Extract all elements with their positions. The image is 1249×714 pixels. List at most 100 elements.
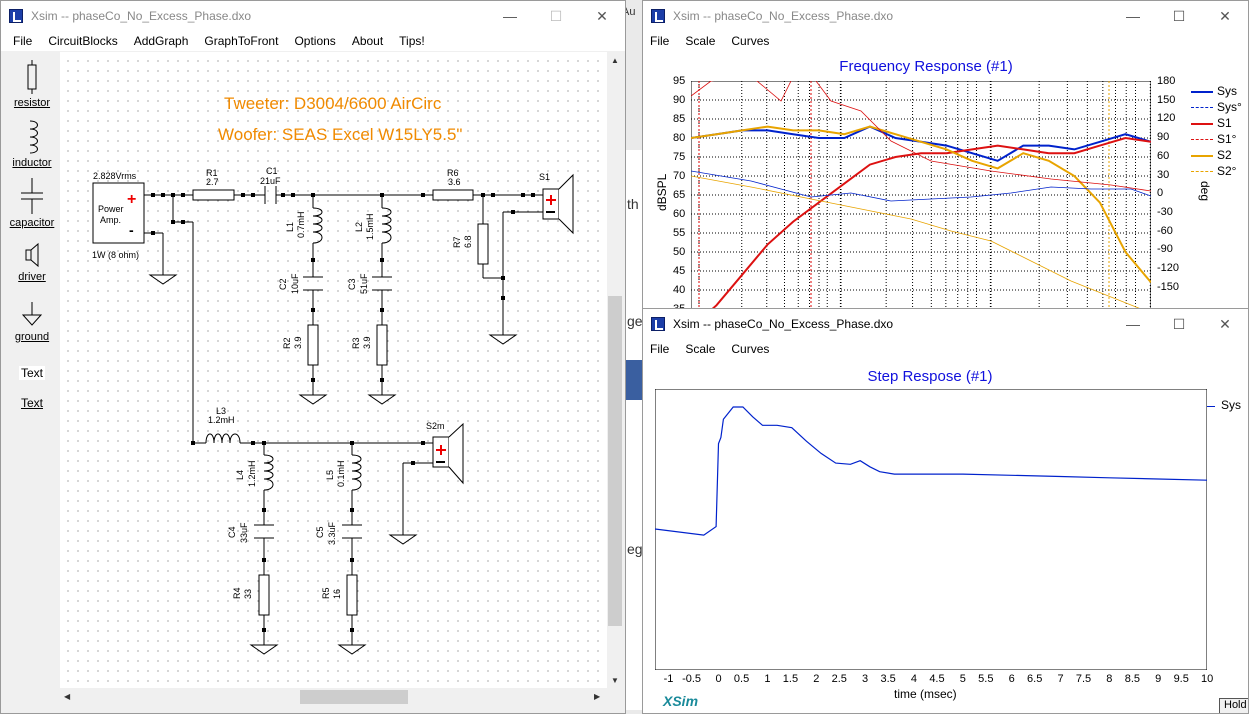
capacitor-C2[interactable] bbox=[303, 276, 323, 291]
palette-inductor[interactable]: inductor bbox=[8, 120, 56, 169]
freq-menu-curves[interactable]: Curves bbox=[731, 34, 770, 48]
freq-legend-swatch bbox=[1191, 91, 1213, 93]
freq-s2-phase bbox=[691, 175, 1148, 311]
freq-ytick-right: -90 bbox=[1157, 243, 1173, 256]
vertical-scroll-thumb[interactable] bbox=[608, 296, 622, 626]
palette-ground[interactable]: ground bbox=[8, 302, 56, 343]
close-icon[interactable]: ✕ bbox=[1219, 315, 1231, 332]
menu-addgraph[interactable]: AddGraph bbox=[133, 34, 189, 48]
step-menu-scale[interactable]: Scale bbox=[685, 342, 716, 356]
step-xtick: 8.5 bbox=[1124, 673, 1141, 685]
schematic-horizontal-scrollbar[interactable]: ◀ ▶ bbox=[60, 688, 607, 706]
menu-about[interactable]: About bbox=[351, 34, 384, 48]
L2-value-label: 1.5mH bbox=[365, 213, 375, 240]
resistor-R4[interactable] bbox=[258, 574, 270, 616]
ground-R2 bbox=[298, 394, 328, 405]
freq-menu-file[interactable]: File bbox=[650, 34, 670, 48]
background-blue-strip bbox=[626, 360, 642, 400]
inductor-L1[interactable] bbox=[312, 207, 323, 244]
palette-driver-label: driver bbox=[18, 271, 46, 283]
amp-label-2: Amp. bbox=[100, 215, 121, 225]
wires bbox=[144, 194, 543, 645]
L5-name: L5 bbox=[325, 470, 335, 480]
schematic-vertical-scrollbar[interactable]: ▲ ▼ bbox=[607, 52, 623, 688]
capacitor-C4[interactable] bbox=[254, 524, 274, 539]
capacitor-C5[interactable] bbox=[342, 524, 362, 539]
minimize-icon[interactable]: — bbox=[1126, 8, 1140, 24]
menu-circuitblocks[interactable]: CircuitBlocks bbox=[48, 34, 118, 48]
close-icon[interactable]: ✕ bbox=[1219, 7, 1231, 24]
background-fragment-th: th bbox=[627, 196, 639, 212]
R4-label: R4 bbox=[232, 587, 242, 599]
schematic-titlebar[interactable]: Xsim -- phaseCo_No_Excess_Phase.dxo — ☐ … bbox=[1, 1, 625, 31]
freq-ytick-right: -150 bbox=[1157, 280, 1180, 293]
maximize-icon[interactable]: ☐ bbox=[549, 7, 563, 24]
schematic-drawing[interactable]: Tweeter: D3004/6600 AirCirc Woofer: SEAS… bbox=[60, 52, 607, 688]
C2-value: 10uF bbox=[290, 273, 300, 294]
power-amp[interactable] bbox=[92, 182, 145, 244]
step-xtick: 6 bbox=[1008, 673, 1015, 685]
resistor-R2[interactable] bbox=[307, 324, 319, 366]
palette-text-link[interactable]: Text bbox=[8, 396, 56, 410]
minimize-icon[interactable]: — bbox=[503, 8, 517, 24]
driver-icon bbox=[25, 242, 39, 268]
L4-value: 1.2mH bbox=[247, 460, 257, 487]
menu-options[interactable]: Options bbox=[294, 34, 336, 48]
inductor-L2[interactable] bbox=[381, 207, 392, 244]
maximize-icon[interactable]: ☐ bbox=[1172, 315, 1186, 332]
speaker-S1[interactable] bbox=[542, 173, 574, 235]
resistor-R5[interactable] bbox=[346, 574, 358, 616]
step-menu-curves[interactable]: Curves bbox=[731, 342, 770, 356]
schematic-canvas[interactable]: Tweeter: D3004/6600 AirCirc Woofer: SEAS… bbox=[60, 52, 607, 688]
freq-plot-area[interactable] bbox=[691, 81, 1151, 312]
freq-titlebar[interactable]: Xsim -- phaseCo_No_Excess_Phase.dxo — ☐ … bbox=[643, 1, 1248, 31]
palette-capacitor[interactable]: capacitor bbox=[8, 178, 56, 229]
maximize-icon[interactable]: ☐ bbox=[1172, 7, 1186, 24]
ground-icon bbox=[21, 302, 43, 326]
scroll-up-icon[interactable]: ▲ bbox=[611, 56, 619, 65]
step-xtick: 1 bbox=[764, 673, 771, 685]
close-icon[interactable]: ✕ bbox=[596, 7, 608, 24]
inductor-L5[interactable] bbox=[351, 454, 362, 491]
menu-tips[interactable]: Tips! bbox=[399, 34, 425, 48]
freq-ytick-right: -30 bbox=[1157, 205, 1173, 218]
L1-value-label: 0.7mH bbox=[296, 211, 306, 238]
resistor-R7[interactable] bbox=[477, 223, 489, 265]
step-titlebar[interactable]: Xsim -- phaseCo_No_Excess_Phase.dxo — ☐ … bbox=[643, 309, 1248, 339]
junction-dots bbox=[151, 193, 535, 632]
component-palette: resistor inductor capacitor driver groun… bbox=[8, 52, 56, 692]
capacitor-C1[interactable] bbox=[264, 186, 277, 204]
resistor-R6[interactable] bbox=[432, 189, 474, 201]
step-plot-title: Step Respose (#1) bbox=[867, 368, 993, 385]
step-plot-area[interactable] bbox=[655, 389, 1207, 670]
C5-label: C5 bbox=[315, 526, 325, 538]
capacitor-C3[interactable] bbox=[372, 276, 392, 291]
C5-value-label: 3.3uF bbox=[327, 521, 337, 545]
hold-button[interactable]: Hold bbox=[1219, 698, 1248, 713]
freq-menu-scale[interactable]: Scale bbox=[685, 34, 716, 48]
inductor-L4[interactable] bbox=[263, 454, 274, 491]
resistor-R3[interactable] bbox=[376, 324, 388, 366]
freq-ytick-left: 60 bbox=[673, 208, 686, 220]
resistor-R1[interactable] bbox=[192, 189, 235, 201]
palette-inductor-label: inductor bbox=[12, 157, 52, 169]
menu-graphtofront[interactable]: GraphToFront bbox=[204, 34, 279, 48]
inductor-L3[interactable] bbox=[205, 433, 241, 444]
L1-value: 0.7mH bbox=[296, 211, 306, 238]
minimize-icon[interactable]: — bbox=[1126, 316, 1140, 332]
scroll-down-icon[interactable]: ▼ bbox=[611, 676, 619, 685]
palette-text[interactable]: Text bbox=[8, 366, 56, 380]
S1-name: S1 bbox=[539, 172, 550, 182]
palette-resistor[interactable]: resistor bbox=[8, 60, 56, 109]
text-icon: Text bbox=[18, 366, 45, 380]
step-menubar: File Scale Curves bbox=[643, 339, 1248, 359]
R1-name: R1 bbox=[206, 168, 218, 178]
scroll-left-icon[interactable]: ◀ bbox=[64, 692, 71, 701]
palette-driver[interactable]: driver bbox=[8, 242, 56, 283]
C5-value: 3.3uF bbox=[327, 521, 337, 545]
menu-file[interactable]: File bbox=[13, 34, 33, 48]
scroll-right-icon[interactable]: ▶ bbox=[594, 692, 601, 701]
step-menu-file[interactable]: File bbox=[650, 342, 670, 356]
horizontal-scroll-thumb[interactable] bbox=[300, 690, 408, 704]
speaker-S2m[interactable] bbox=[432, 422, 464, 485]
